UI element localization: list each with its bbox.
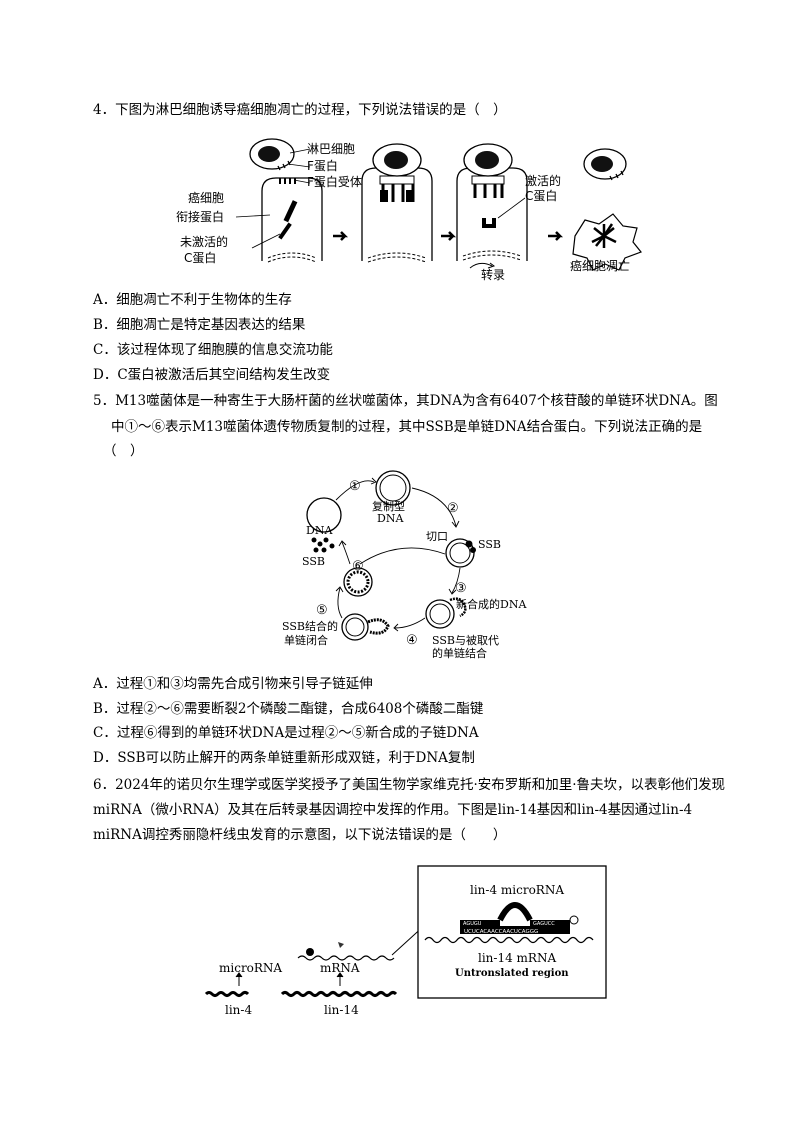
label-f-receptor: F蛋白受体 xyxy=(307,174,362,189)
seq-top-right: GAGUCC xyxy=(533,921,555,927)
box-utr: Untronslated region xyxy=(455,968,569,979)
q4-option-b: B．细胞凋亡是特定基因表达的结果 xyxy=(93,317,306,333)
lin14-gene xyxy=(280,991,398,997)
dying-cell-icon xyxy=(572,213,642,271)
svg-text:③: ③ xyxy=(455,581,467,596)
label-cancer-cell: 癌细胞 xyxy=(188,190,224,205)
q4-option-d: D．C蛋白被激活后其空间结构发生改变 xyxy=(93,367,331,383)
label-displaced-2: 的单链结合 xyxy=(432,646,487,660)
label-closed-1: SSB结合的 xyxy=(282,619,338,633)
label-nick: 切口 xyxy=(426,530,448,543)
q6-figure: microRNA mRNA lin-4 lin-14 lin-4 microRN… xyxy=(204,865,607,1017)
label-inactive-c-1: 未激活的 xyxy=(180,234,228,249)
label-active-c-1: 激活的 xyxy=(525,173,561,188)
label-new-dna: 新合成的DNA xyxy=(456,597,527,611)
q5-stem-line2: 中①～⑥表示M13噬菌体遗传物质复制的过程，其中SSB是单链DNA结合蛋白。下列… xyxy=(111,419,703,435)
label-inactive-c-2: C蛋白 xyxy=(184,250,216,265)
label-displaced-1: SSB与被取代 xyxy=(432,634,499,647)
lin4-gene xyxy=(204,991,250,997)
q4-stem: 4．下图为淋巴细胞诱导癌细胞凋亡的过程，下列说法错误的是（ ） xyxy=(93,102,507,118)
seq-top-left: AGUGU xyxy=(463,921,482,927)
q5-option-c: C．过程⑥得到的单链环状DNA是过程②～⑤新合成的子链DNA xyxy=(93,725,479,741)
svg-text:①: ① xyxy=(349,479,361,494)
box-mrna: lin-14 mRNA xyxy=(478,951,556,965)
arrow-icon xyxy=(333,231,349,241)
label-apoptosis: 癌细胞凋亡 xyxy=(570,258,630,273)
label-lin14: lin-14 xyxy=(324,1003,359,1017)
label-transcription: 转录 xyxy=(481,267,505,282)
label-rf-1: 复制型 xyxy=(372,499,405,513)
label-adapter: 衔接蛋白 xyxy=(176,209,224,224)
svg-text:②: ② xyxy=(447,501,459,516)
label-microrna: microRNA xyxy=(219,961,282,975)
label-f-protein: F蛋白 xyxy=(307,158,338,173)
label-mrna: mRNA xyxy=(320,961,360,975)
q4-figure: 淋巴细胞 F蛋白 F蛋白受体 癌细胞 衔接蛋白 未激活的 C蛋白 激活的 C蛋白… xyxy=(176,138,642,282)
q5-option-d: D．SSB可以防止解开的两条单链重新形成双链，利于DNA复制 xyxy=(93,750,475,766)
q6-stem-line3: miRNA调控秀丽隐杆线虫发育的示意图，以下说法错误的是（ ） xyxy=(93,827,507,843)
label-active-c-2: C蛋白 xyxy=(525,188,557,203)
q5-option-b: B．过程②～⑥需要断裂2个磷酸二酯键，合成6408个磷酸二酯键 xyxy=(93,701,484,717)
q6-stem-line1: 6．2024年的诺贝尔生理学或医学奖授予了美国生物学家维克托·安布罗斯和加里·鲁… xyxy=(93,777,726,793)
q5-stem-line3: （ ） xyxy=(103,443,144,459)
label-ssb-a: SSB xyxy=(478,538,501,551)
seq-bottom: UCUCACAACCAACUCAGGG xyxy=(464,929,538,935)
mrna-strand xyxy=(297,955,395,961)
svg-text:④: ④ xyxy=(406,633,418,648)
q4-option-a: A．细胞凋亡不利于生物体的生存 xyxy=(93,292,292,308)
svg-text:⑤: ⑤ xyxy=(316,603,328,618)
q5-stem-line1: 5．M13噬菌体是一种寄生于大肠杆菌的丝状噬菌体，其DNA为含有6407个核苷酸… xyxy=(93,393,718,409)
q4-option-c: C．该过程体现了细胞膜的信息交流功能 xyxy=(93,342,333,358)
q6-stem-line2: miRNA（微小RNA）及其在后转录基因调控中发挥的作用。下图是lin-14基因… xyxy=(93,802,693,818)
label-rf-2: DNA xyxy=(377,512,404,525)
svg-text:⑥: ⑥ xyxy=(352,559,364,574)
cell-3 xyxy=(456,143,528,269)
cell-2 xyxy=(361,143,433,263)
label-ssb-b: SSB xyxy=(302,555,325,568)
box-title: lin-4 microRNA xyxy=(470,883,564,897)
label-dna: DNA xyxy=(306,524,333,537)
label-closed-2: 单链闭合 xyxy=(284,633,328,647)
q5-figure: ① 复制型 DNA ② 切口 SSB ③ 新合成的DNA SSB与被取代 的单链… xyxy=(282,470,527,660)
label-lymphocyte: 淋巴细胞 xyxy=(307,142,355,156)
label-lin4: lin-4 xyxy=(225,1003,252,1017)
cell-1 xyxy=(235,138,323,263)
q5-option-a: A．过程①和③均需先合成引物来引导子链延伸 xyxy=(93,676,373,692)
